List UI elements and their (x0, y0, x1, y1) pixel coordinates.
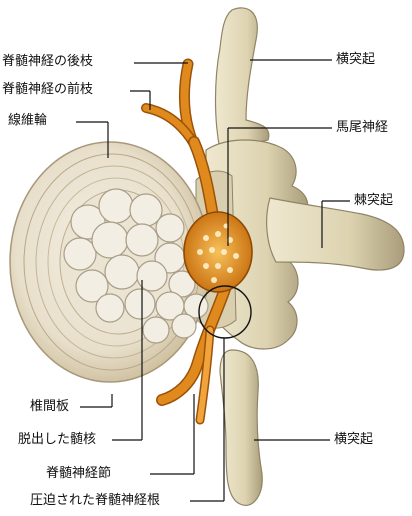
transverse-process-lower (219, 349, 263, 506)
leader-lines (76, 59, 350, 502)
transverse-process-upper (214, 7, 270, 151)
cauda-equina (183, 211, 253, 293)
label-intervertebral-disc: 椎間板 (30, 399, 70, 414)
label-cauda-equina: 馬尾神経 (336, 120, 389, 135)
label-transverse-process-bottom: 横突起 (334, 432, 374, 447)
spinous-process (266, 197, 405, 271)
label-posterior-ramus: 脊髄神経の後枝 (2, 54, 94, 69)
label-compressed-root: 圧迫された脊髄神経根 (30, 493, 161, 508)
label-herniated-nucleus: 脱出した髄核 (18, 432, 97, 447)
label-annulus-fibrosus: 線維輪 (8, 113, 48, 128)
label-spinous-process: 棘突起 (354, 193, 394, 208)
herniated-nucleus (63, 188, 209, 344)
label-transverse-process-top: 横突起 (336, 52, 376, 67)
label-spinal-ganglion: 脊髄神経節 (46, 466, 112, 481)
spinal-nerve (141, 58, 232, 425)
label-anterior-ramus: 脊髄神経の前枝 (2, 82, 94, 97)
compression-circle (198, 285, 252, 339)
